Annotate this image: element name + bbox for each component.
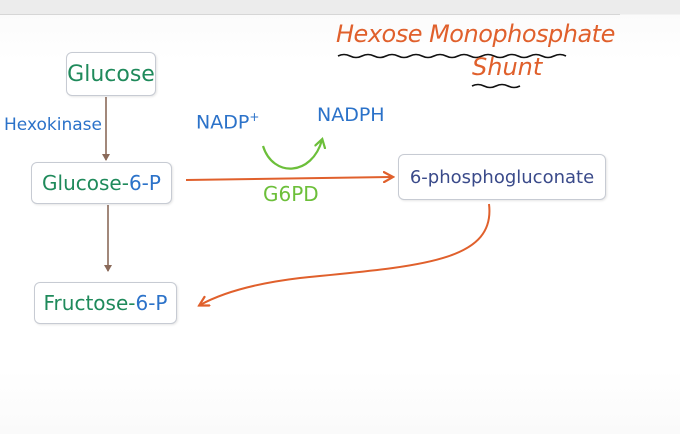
node-6-phosphogluconate: 6-phosphogluconate (398, 154, 606, 200)
enzyme-g6pd-label: G6PD (263, 182, 319, 206)
top-divider (0, 14, 620, 15)
diagram-subtitle: Shunt (472, 53, 543, 81)
node-glucose-label: Glucose (67, 61, 155, 87)
cofactor-nadp-text: NADP (196, 111, 250, 134)
node-g6p-suffix: 6-P (128, 171, 161, 195)
node-fructose-6-p: Fructose-6-P (34, 282, 177, 324)
shunt-underline (471, 83, 521, 89)
arrow-g6p-to-phosphogluconate (185, 177, 392, 180)
cofactor-nadp-charge: + (249, 110, 260, 124)
enzyme-hexokinase-label: Hexokinase (4, 115, 102, 135)
node-glucose-6-p: Glucose-6-P (31, 162, 172, 204)
cofactor-nadp-label: NADP+ (196, 110, 259, 133)
node-f6p-prefix: Fructose- (43, 291, 136, 315)
title-wavy-underline (337, 53, 567, 59)
arrow-phosphogluconate-to-f6p (200, 203, 491, 305)
cofactor-nadph-label: NADPH (317, 104, 385, 126)
node-6pg-label: 6-phosphogluconate (409, 166, 595, 188)
node-f6p-suffix: 6-P (135, 291, 168, 315)
node-glucose: Glucose (66, 52, 156, 96)
arrow-nadp-to-nadph (261, 140, 322, 170)
node-g6p-prefix: Glucose- (42, 171, 129, 195)
diagram-title: Hexose Monophosphate (336, 20, 615, 48)
